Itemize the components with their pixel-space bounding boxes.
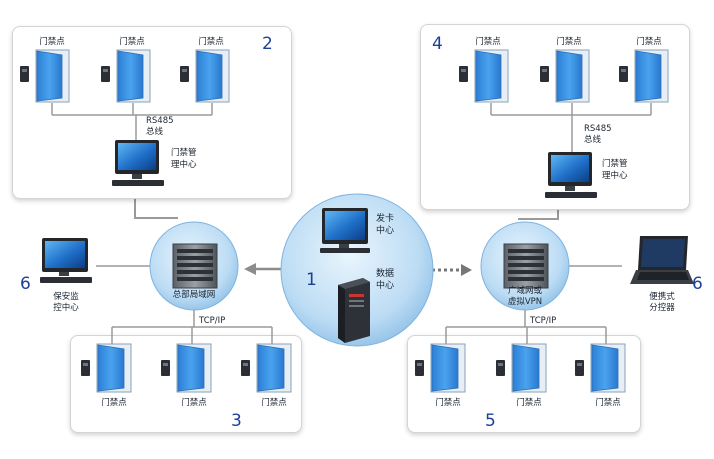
security-center-label: 控中心: [53, 303, 79, 313]
door-icon: [474, 49, 509, 103]
door-icon: [116, 49, 151, 103]
door-icon: [634, 49, 669, 103]
card-reader-icon: [180, 66, 189, 82]
connector-line: [134, 196, 136, 218]
door-icon: [256, 343, 292, 393]
data-center-label: 数据: [376, 269, 395, 279]
card-reader-icon: [81, 360, 90, 376]
door-icon: [511, 343, 547, 393]
door-icon: [35, 49, 70, 103]
mgmt-label: 门禁管: [602, 159, 628, 169]
laptop-icon: [630, 236, 694, 284]
monitor-icon: [40, 238, 92, 283]
network-switch-icon: [503, 243, 549, 289]
card-reader-icon: [20, 66, 29, 82]
card-reader-icon: [161, 360, 170, 376]
monitor-icon: [545, 152, 597, 198]
panel-number: 4: [432, 34, 443, 54]
network-switch-icon: [172, 243, 218, 289]
mgmt-label: 理中心: [602, 171, 628, 181]
mgmt-label: 门禁管: [171, 148, 197, 158]
issuing-center-label: 发卡: [376, 214, 395, 224]
door-icon: [195, 49, 230, 103]
card-reader-icon: [101, 66, 110, 82]
door-icon: [96, 343, 132, 393]
security-center-label: 保安监: [53, 292, 79, 302]
door-label: 门禁点: [636, 37, 662, 47]
portable-label: 分控器: [649, 303, 675, 313]
door-icon: [555, 49, 590, 103]
connector-line: [134, 217, 178, 219]
door-label: 门禁点: [475, 37, 501, 47]
hub-right-label: 广域网或: [507, 286, 542, 296]
card-reader-icon: [540, 66, 549, 82]
hub-right-label: 虚拟VPN: [507, 297, 543, 307]
protocol-label: TCP/IP: [199, 316, 226, 326]
door-label: 门禁点: [595, 398, 621, 408]
door-label: 门禁点: [198, 37, 224, 47]
center-number: 1: [306, 270, 317, 290]
central-circle: [280, 193, 434, 347]
bus-label: RS485: [146, 116, 174, 126]
hub-left-label: 总部局域网: [172, 290, 216, 300]
card-reader-icon: [619, 66, 628, 82]
bus-label: 总线: [584, 135, 602, 145]
dotted-arrow-right-icon: [432, 264, 472, 276]
door-icon: [430, 343, 466, 393]
card-reader-icon: [415, 360, 424, 376]
data-center-label: 中心: [376, 281, 395, 291]
door-label: 门禁点: [39, 37, 65, 47]
panel-number: 2: [262, 34, 273, 54]
portable-label: 便携式: [649, 292, 675, 302]
mgmt-label: 理中心: [171, 160, 197, 170]
server-icon: [338, 278, 370, 343]
monitor-icon: [112, 140, 164, 186]
monitor-icon: [320, 208, 370, 253]
connector-line: [518, 218, 559, 220]
security-center-number: 6: [20, 274, 31, 294]
card-reader-icon: [459, 66, 468, 82]
card-reader-icon: [496, 360, 505, 376]
portable-number: 6: [692, 274, 703, 294]
door-icon: [176, 343, 212, 393]
connector-line: [557, 205, 559, 219]
card-reader-icon: [575, 360, 584, 376]
door-label: 门禁点: [261, 398, 287, 408]
issuing-center-label: 中心: [376, 226, 395, 236]
bus-label: RS485: [584, 124, 612, 134]
door-label: 门禁点: [435, 398, 461, 408]
door-label: 门禁点: [556, 37, 582, 47]
panel-number: 5: [485, 411, 496, 431]
door-label: 门禁点: [119, 37, 145, 47]
arrow-left-icon: [244, 263, 282, 275]
door-label: 门禁点: [101, 398, 127, 408]
bus-label: 总线: [146, 127, 164, 137]
card-reader-icon: [241, 360, 250, 376]
door-icon: [590, 343, 626, 393]
door-label: 门禁点: [181, 398, 207, 408]
protocol-label: TCP/IP: [530, 316, 557, 326]
panel-number: 3: [231, 411, 242, 431]
door-label: 门禁点: [516, 398, 542, 408]
